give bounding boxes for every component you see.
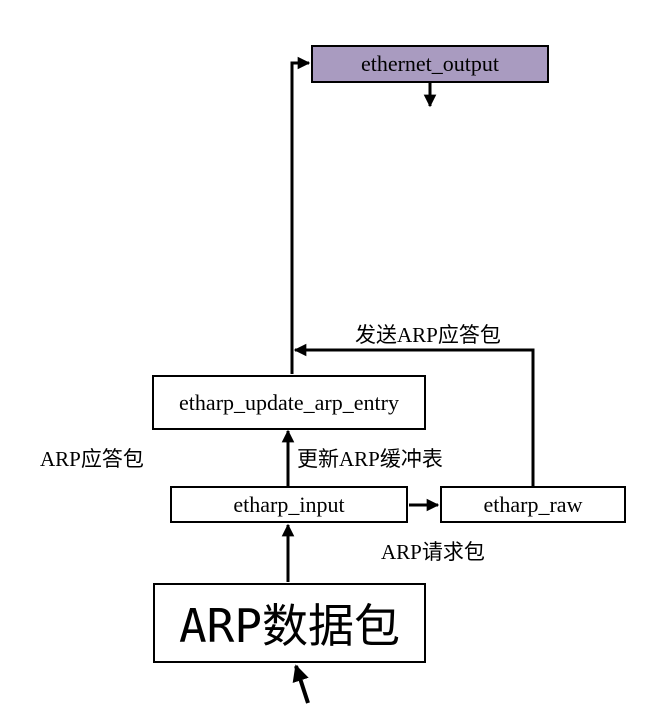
etharp-input-box: etharp_input — [170, 486, 408, 523]
arp-packet-box: ARP数据包 — [153, 583, 426, 663]
arrow-raw-send-reply — [293, 343, 535, 486]
arp-request-label: ARP请求包 — [381, 540, 485, 564]
etharp-input-label: etharp_input — [233, 491, 345, 517]
etharp-update-arp-entry-box: etharp_update_arp_entry — [152, 375, 426, 430]
arp-reply-label: ARP应答包 — [40, 447, 144, 471]
update-arp-cache-label: 更新ARP缓冲表 — [297, 447, 443, 471]
arrow-update-to-ethernet-output — [290, 56, 311, 374]
send-arp-reply-label: 发送ARP应答包 — [355, 323, 501, 347]
ethernet-output-box: ethernet_output — [311, 45, 549, 83]
ethernet-output-label: ethernet_output — [360, 51, 500, 76]
arp-packet-label: ARP数据包 — [178, 599, 401, 653]
etharp-raw-box: etharp_raw — [440, 486, 626, 523]
etharp-update-arp-entry-label: etharp_update_arp_entry — [179, 389, 399, 415]
arrow-incoming-packet — [292, 664, 310, 704]
etharp-raw-label: etharp_raw — [483, 491, 583, 517]
